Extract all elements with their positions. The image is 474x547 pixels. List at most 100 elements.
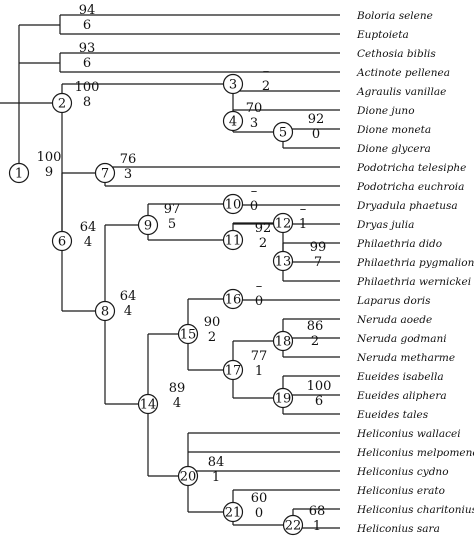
support-lower: 2 bbox=[262, 79, 270, 94]
support-upper: 100 bbox=[75, 80, 100, 95]
taxon-label: Heliconius melpomene bbox=[356, 447, 474, 459]
node-id: 10 bbox=[225, 198, 242, 213]
support-upper: – bbox=[263, 64, 270, 79]
taxon-label: Actinote pellenea bbox=[356, 67, 450, 79]
support-lower: 7 bbox=[314, 255, 322, 270]
node-circle bbox=[137, 393, 159, 415]
support-lower: 1 bbox=[212, 470, 220, 485]
support-lower: 0 bbox=[250, 199, 258, 214]
node-id: 8 bbox=[101, 305, 109, 320]
node-circle bbox=[94, 300, 116, 322]
node-circle bbox=[272, 330, 294, 352]
support-lower: 3 bbox=[124, 167, 132, 182]
support-lower: 0 bbox=[312, 127, 320, 142]
support-upper: 92 bbox=[255, 221, 272, 236]
support-lower: 6 bbox=[315, 394, 323, 409]
taxon-label: Neruda godmani bbox=[356, 333, 447, 345]
support-lower: 0 bbox=[255, 506, 263, 521]
taxon-label: Heliconius cydno bbox=[356, 466, 449, 478]
support-lower: 0 bbox=[255, 294, 263, 309]
support-lower: 2 bbox=[259, 236, 267, 251]
node-circle bbox=[282, 514, 304, 536]
support-lower: 9 bbox=[45, 165, 53, 180]
node-circle bbox=[222, 288, 244, 310]
node-id: 16 bbox=[225, 293, 242, 308]
node-circle bbox=[272, 387, 294, 409]
node-id: 4 bbox=[229, 115, 237, 130]
node-id: 18 bbox=[275, 335, 292, 350]
support-lower: 6 bbox=[83, 56, 91, 71]
taxon-label: Neruda aoede bbox=[356, 314, 432, 326]
taxon-label: Dryadula phaetusa bbox=[356, 200, 458, 212]
node-circle bbox=[222, 229, 244, 251]
node-id: 6 bbox=[58, 235, 66, 250]
taxon-label: Eueides aliphera bbox=[356, 390, 447, 402]
support-lower: 1 bbox=[313, 519, 321, 534]
support-lower: 5 bbox=[168, 217, 176, 232]
support-lower: 4 bbox=[173, 396, 181, 411]
taxon-label: Dione juno bbox=[356, 105, 415, 117]
node-circle bbox=[222, 359, 244, 381]
support-lower: 1 bbox=[255, 364, 263, 379]
taxon-label: Neruda metharme bbox=[356, 352, 455, 364]
node-id: 20 bbox=[180, 470, 197, 485]
node-id: 13 bbox=[275, 255, 292, 270]
taxon-label: Boloria selene bbox=[356, 10, 433, 22]
node-circle bbox=[177, 465, 199, 487]
support-upper: – bbox=[256, 279, 263, 294]
support-upper: 64 bbox=[80, 220, 97, 235]
taxon-label: Philaethria pygmalion bbox=[356, 257, 474, 269]
node-id: 9 bbox=[144, 219, 152, 234]
node-circle bbox=[8, 162, 30, 184]
support-upper: – bbox=[251, 184, 258, 199]
node-id: 1 bbox=[15, 167, 23, 182]
node-id: 3 bbox=[229, 78, 237, 93]
support-upper: 89 bbox=[169, 381, 186, 396]
support-upper: 100 bbox=[307, 379, 332, 394]
node-circle bbox=[272, 121, 294, 143]
support-lower: 2 bbox=[208, 330, 216, 345]
support-upper: 77 bbox=[251, 349, 268, 364]
taxon-label: Podotricha telesiphe bbox=[356, 162, 466, 174]
node-id: 12 bbox=[275, 217, 292, 232]
taxon-label: Dione moneta bbox=[356, 124, 431, 136]
taxon-label: Dione glycera bbox=[356, 143, 431, 155]
support-lower: 6 bbox=[83, 18, 91, 33]
support-lower: 8 bbox=[83, 95, 91, 110]
node-circle bbox=[94, 162, 116, 184]
support-lower: 4 bbox=[124, 304, 132, 319]
node-circle bbox=[137, 214, 159, 236]
taxon-label: Eueides tales bbox=[356, 409, 429, 421]
support-upper: 60 bbox=[251, 491, 268, 506]
support-lower: 2 bbox=[311, 334, 319, 349]
node-id: 19 bbox=[275, 392, 292, 407]
node-circle bbox=[51, 92, 73, 114]
taxon-label: Heliconius erato bbox=[356, 485, 445, 497]
support-upper: 97 bbox=[164, 202, 181, 217]
taxon-label: Heliconius charitonius bbox=[356, 504, 474, 516]
taxon-label: Eueides isabella bbox=[356, 371, 444, 383]
support-upper: 84 bbox=[208, 455, 225, 470]
node-circle bbox=[177, 323, 199, 345]
taxon-label: Heliconius sara bbox=[356, 523, 440, 535]
taxon-label: Cethosia biblis bbox=[357, 48, 436, 60]
support-upper: 99 bbox=[310, 240, 327, 255]
node-id: 11 bbox=[225, 234, 242, 249]
support-upper: 70 bbox=[246, 101, 263, 116]
support-upper: 93 bbox=[79, 41, 96, 56]
node-id: 5 bbox=[279, 126, 287, 141]
node-id: 22 bbox=[285, 519, 302, 534]
taxon-label: Philaethria dido bbox=[356, 238, 442, 250]
taxon-label: Philaethria wernickei bbox=[356, 276, 471, 288]
node-id: 7 bbox=[101, 167, 109, 182]
taxon-label: Euptoieta bbox=[356, 29, 409, 41]
support-lower: 1 bbox=[299, 217, 307, 232]
support-upper: 94 bbox=[79, 3, 96, 18]
node-id: 21 bbox=[225, 506, 242, 521]
taxon-label: Laparus doris bbox=[356, 295, 431, 307]
node-id: 15 bbox=[180, 328, 197, 343]
support-upper: 86 bbox=[307, 319, 324, 334]
node-circle bbox=[51, 230, 73, 252]
node-circle bbox=[272, 250, 294, 272]
